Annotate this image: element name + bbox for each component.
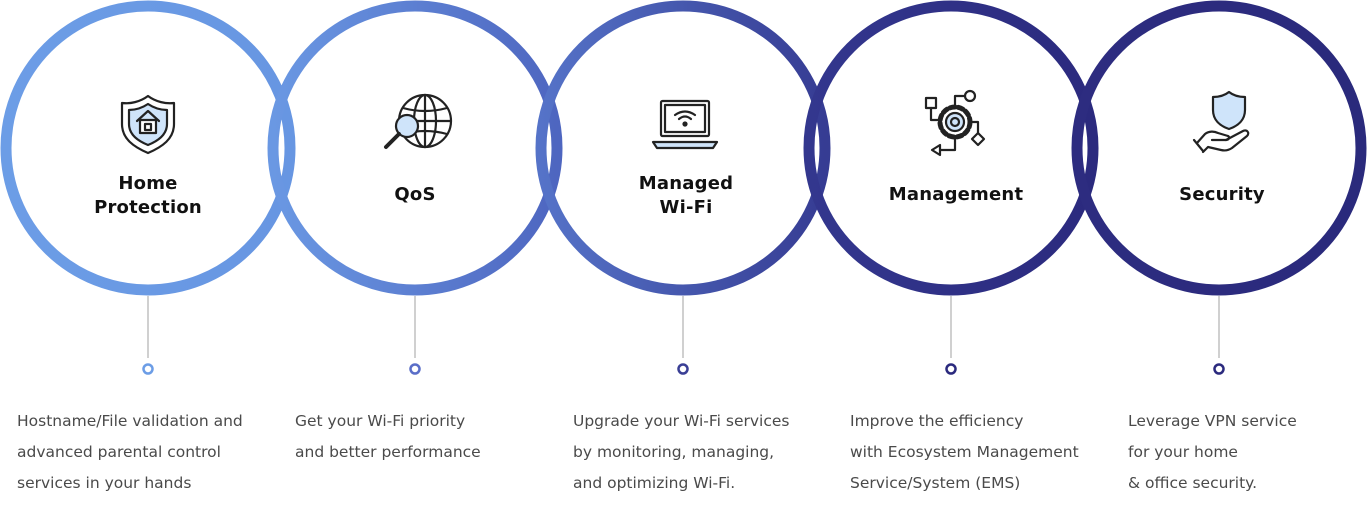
card-title-qos: QoS [305,183,525,207]
title-line: Home [118,173,178,194]
hand-shield-icon [1192,90,1250,154]
description-line: with Ecosystem Management [850,443,1079,461]
description-line: Improve the efficiency [850,412,1024,430]
gear-workflow-icon [924,89,986,157]
description-line: & office security. [1128,474,1258,492]
laptop-wifi-icon [651,99,719,150]
title-line: Protection [94,197,202,218]
description-line: services in your hands [17,474,192,492]
card-title-security: Security [1112,183,1332,207]
card-description-managed-wifi: Upgrade your Wi-Fi services by monitorin… [573,406,833,499]
title-line: Managed [638,173,734,194]
description-line: Leverage VPN service [1128,412,1297,430]
description-line: Upgrade your Wi-Fi services [573,412,790,430]
node-managed-wifi [677,363,689,375]
title-line: Management [888,184,1024,205]
ring-home-protection [0,0,296,296]
node-management [945,363,957,375]
description-line: and optimizing Wi-Fi. [573,474,736,492]
card-description-qos: Get your Wi-Fi priority and better perfo… [295,406,555,468]
node-home-protection [142,363,154,375]
ring-security [1071,0,1367,296]
description-line: Service/System (EMS) [850,474,1021,492]
card-description-management: Improve the efficiency with Ecosystem Ma… [850,406,1110,499]
description-line: Get your Wi-Fi priority [295,412,466,430]
description-line: Hostname/File validation and [17,412,243,430]
shield-home-icon [120,94,176,155]
connector-stems [142,296,1225,375]
description-line: for your home [1128,443,1238,461]
card-description-security: Leverage VPN service for your home & off… [1128,406,1369,499]
node-security [1213,363,1225,375]
title-line: Security [1179,184,1265,205]
title-line: Wi-Fi [659,197,713,218]
node-qos [409,363,421,375]
ring-qos [267,0,563,296]
description-line: and better performance [295,443,481,461]
card-title-managed-wifi: Managed Wi-Fi [576,172,796,220]
description-line: by monitoring, managing, [573,443,775,461]
rings [0,0,1367,296]
card-description-home-protection: Hostname/File validation and advanced pa… [17,406,277,499]
ring-managed-wifi [535,0,831,296]
card-title-home-protection: Home Protection [38,172,258,220]
globe-search-icon [384,93,453,149]
title-line: QoS [394,184,436,205]
ring-management [803,0,1099,296]
description-line: advanced parental control [17,443,221,461]
card-title-management: Management [846,183,1066,207]
